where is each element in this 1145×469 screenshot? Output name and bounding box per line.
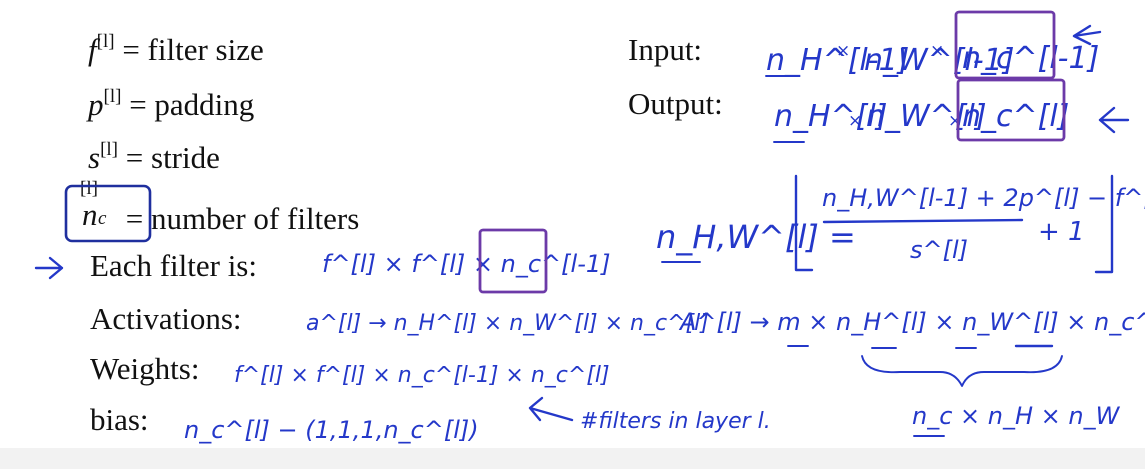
svg-text:#filters in layer l.: #filters in layer l. — [580, 409, 771, 434]
A-dims: A^[l] → m × n_H^[l] × n_W^[l] × n_c^[l] — [678, 308, 1145, 387]
svg-text:f^[l] × f^[l] × n_c^[l-1] × n_: f^[l] × f^[l] × n_c^[l-1] × n_c^[l] — [234, 363, 610, 388]
def-filter-size: f[l] = filter size — [88, 31, 264, 67]
arrow-up-left-icon — [528, 396, 574, 422]
label-activations: Activations: — [90, 301, 242, 336]
svg-text:n_c^[l]: n_c^[l] — [962, 99, 1069, 134]
output-size-formula: n_H,W^[l] = n_H,W^[l-1] + 2p^[l] − f^[l]… — [656, 174, 1145, 274]
output-nc-box — [956, 78, 1066, 142]
label-output: Output: — [628, 86, 723, 121]
arrow-left-icon — [1098, 106, 1130, 134]
svg-text:n_W^[l]: n_W^[l] — [866, 99, 987, 134]
svg-text:n_H^[l]: n_H^[l] — [774, 99, 887, 134]
svg-text:n_H,W^[l-1] + 2p^[l] − f^[l]: n_H,W^[l-1] + 2p^[l] − f^[l] — [822, 184, 1145, 212]
def-stride: s[l] = stride — [88, 139, 220, 175]
svg-text:n_W^[l-1]: n_W^[l-1] — [864, 43, 1014, 78]
bottom-bar — [0, 448, 1145, 469]
svg-text:A^[l] → m × n_H^[l] × n_W^[l]: A^[l] → m × n_H^[l] × n_W^[l] × n_c^[l] — [678, 308, 1145, 336]
svg-text:+ 1: + 1 — [1038, 217, 1085, 247]
svg-text:×: × — [930, 41, 944, 61]
svg-text:n_c^[l] − (1,1,1,n_c^[l]): n_c^[l] − (1,1,1,n_c^[l]) — [184, 416, 479, 444]
label-weights: Weights: — [90, 351, 200, 386]
svg-text:a^[l] → n_H^[l] × n_W^[l] × n_: a^[l] → n_H^[l] × n_W^[l] × n_c^[l] — [306, 311, 709, 336]
weights-dims: f^[l] × f^[l] × n_c^[l-1] × n_c^[l] — [234, 363, 610, 388]
filters-note: #filters in layer l. — [528, 396, 771, 434]
arrow-left-icon — [1072, 24, 1102, 46]
nc-symbol: n [l] c — [80, 178, 107, 232]
fraction-bar — [822, 218, 1024, 224]
svg-text:f^[l] × f^[l] × n_c^[l-1]: f^[l] × f^[l] × n_c^[l-1] — [322, 250, 610, 278]
filter-nc-box — [478, 228, 548, 294]
def-padding: p[l] = padding — [88, 86, 255, 122]
svg-text:n_c × n_H × n_W: n_c × n_H × n_W — [912, 402, 1121, 430]
svg-text:n_H^[l-1]: n_H^[l-1] — [766, 43, 909, 78]
label-bias: bias: — [90, 402, 149, 437]
svg-text:×: × — [848, 111, 862, 131]
input-dims: n_H^[l-1] × n_W^[l-1] × n_c^[l-1] — [765, 10, 1102, 80]
svg-text:s^[l]: s^[l] — [910, 236, 968, 264]
activations-dims: a^[l] → n_H^[l] × n_W^[l] × n_c^[l] — [306, 311, 709, 336]
alt-order-dims: n_c × n_H × n_W — [912, 402, 1121, 437]
arrow-right-icon — [34, 256, 64, 280]
svg-text:×: × — [836, 41, 850, 61]
svg-text:n_H,W^[l] =: n_H,W^[l] = — [656, 218, 856, 256]
svg-text:n_c^[l-1]: n_c^[l-1] — [962, 41, 1099, 76]
input-nc-box — [954, 10, 1056, 80]
label-each-filter: Each filter is: — [90, 248, 257, 283]
svg-text:×: × — [948, 111, 962, 131]
floor-bracket-right — [1094, 174, 1114, 274]
bias-dims: n_c^[l] − (1,1,1,n_c^[l]) — [184, 416, 479, 444]
each-filter-dims: f^[l] × f^[l] × n_c^[l-1] — [34, 228, 610, 294]
nc-box — [64, 184, 152, 243]
label-input: Input: — [628, 32, 703, 67]
def-number-of-filters: n [l] c = number of filters — [80, 178, 360, 236]
underbrace — [861, 355, 1063, 387]
floor-bracket-left — [794, 174, 814, 272]
output-dims: n_H^[l] × n_W^[l] × n_c^[l] — [773, 78, 1130, 143]
